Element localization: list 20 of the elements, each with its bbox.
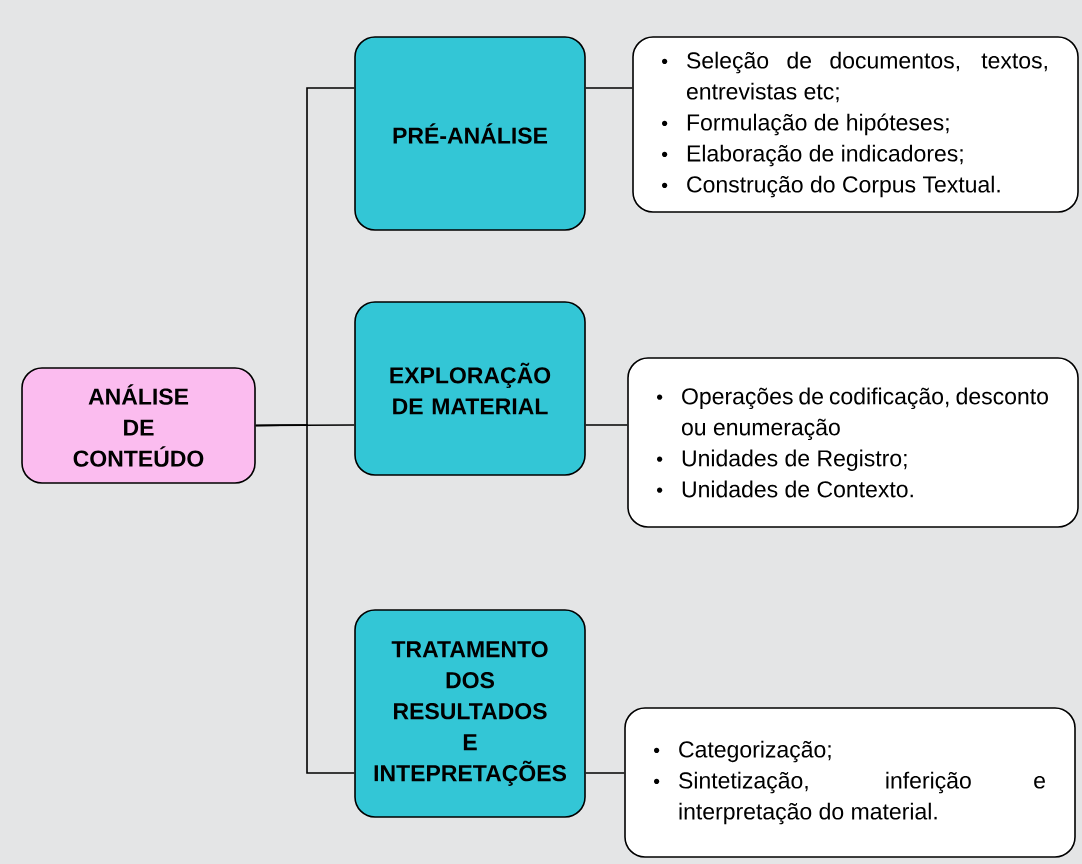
bullet-item: Formulação de hipóteses; — [687, 113, 949, 136]
bullet-item: Categorização; — [679, 740, 831, 763]
bullet-item: Unidades de Contexto. — [682, 480, 913, 498]
bullet-item: Construção do Corpus Textual. — [687, 175, 1000, 198]
bullet-item: Operações de codificação, desconto ou enumeração — [682, 387, 1048, 441]
bullet-item: Elaboração de indicadores; — [687, 144, 963, 167]
bullet-item: Sintetização, inferição e interpretação do material. — [679, 771, 1045, 825]
stage-box: PRÉ-ANÁLISE — [354, 36, 586, 231]
bullet-item: Seleção de documentos, textos, entrevistas etc; — [687, 51, 1047, 103]
stage-box: EXPLORAÇÃO DE MATERIAL — [354, 301, 586, 476]
bullet-list-box — [627, 357, 1079, 528]
connector-line — [585, 424, 628, 426]
stage-box: TRATAMENTO DOS RESULTADOS E INTEPRETAÇÕES — [354, 609, 586, 818]
name-box: ANÁLISE DE CONTEÚDO — [21, 367, 256, 484]
bullet-list-box — [624, 707, 1076, 858]
bullet-list-box — [632, 36, 1079, 213]
connector-line — [585, 87, 633, 89]
bullet-item: Unidades de Registro; — [682, 449, 907, 471]
connector-line — [255, 424, 355, 774]
connector-line — [585, 772, 625, 774]
